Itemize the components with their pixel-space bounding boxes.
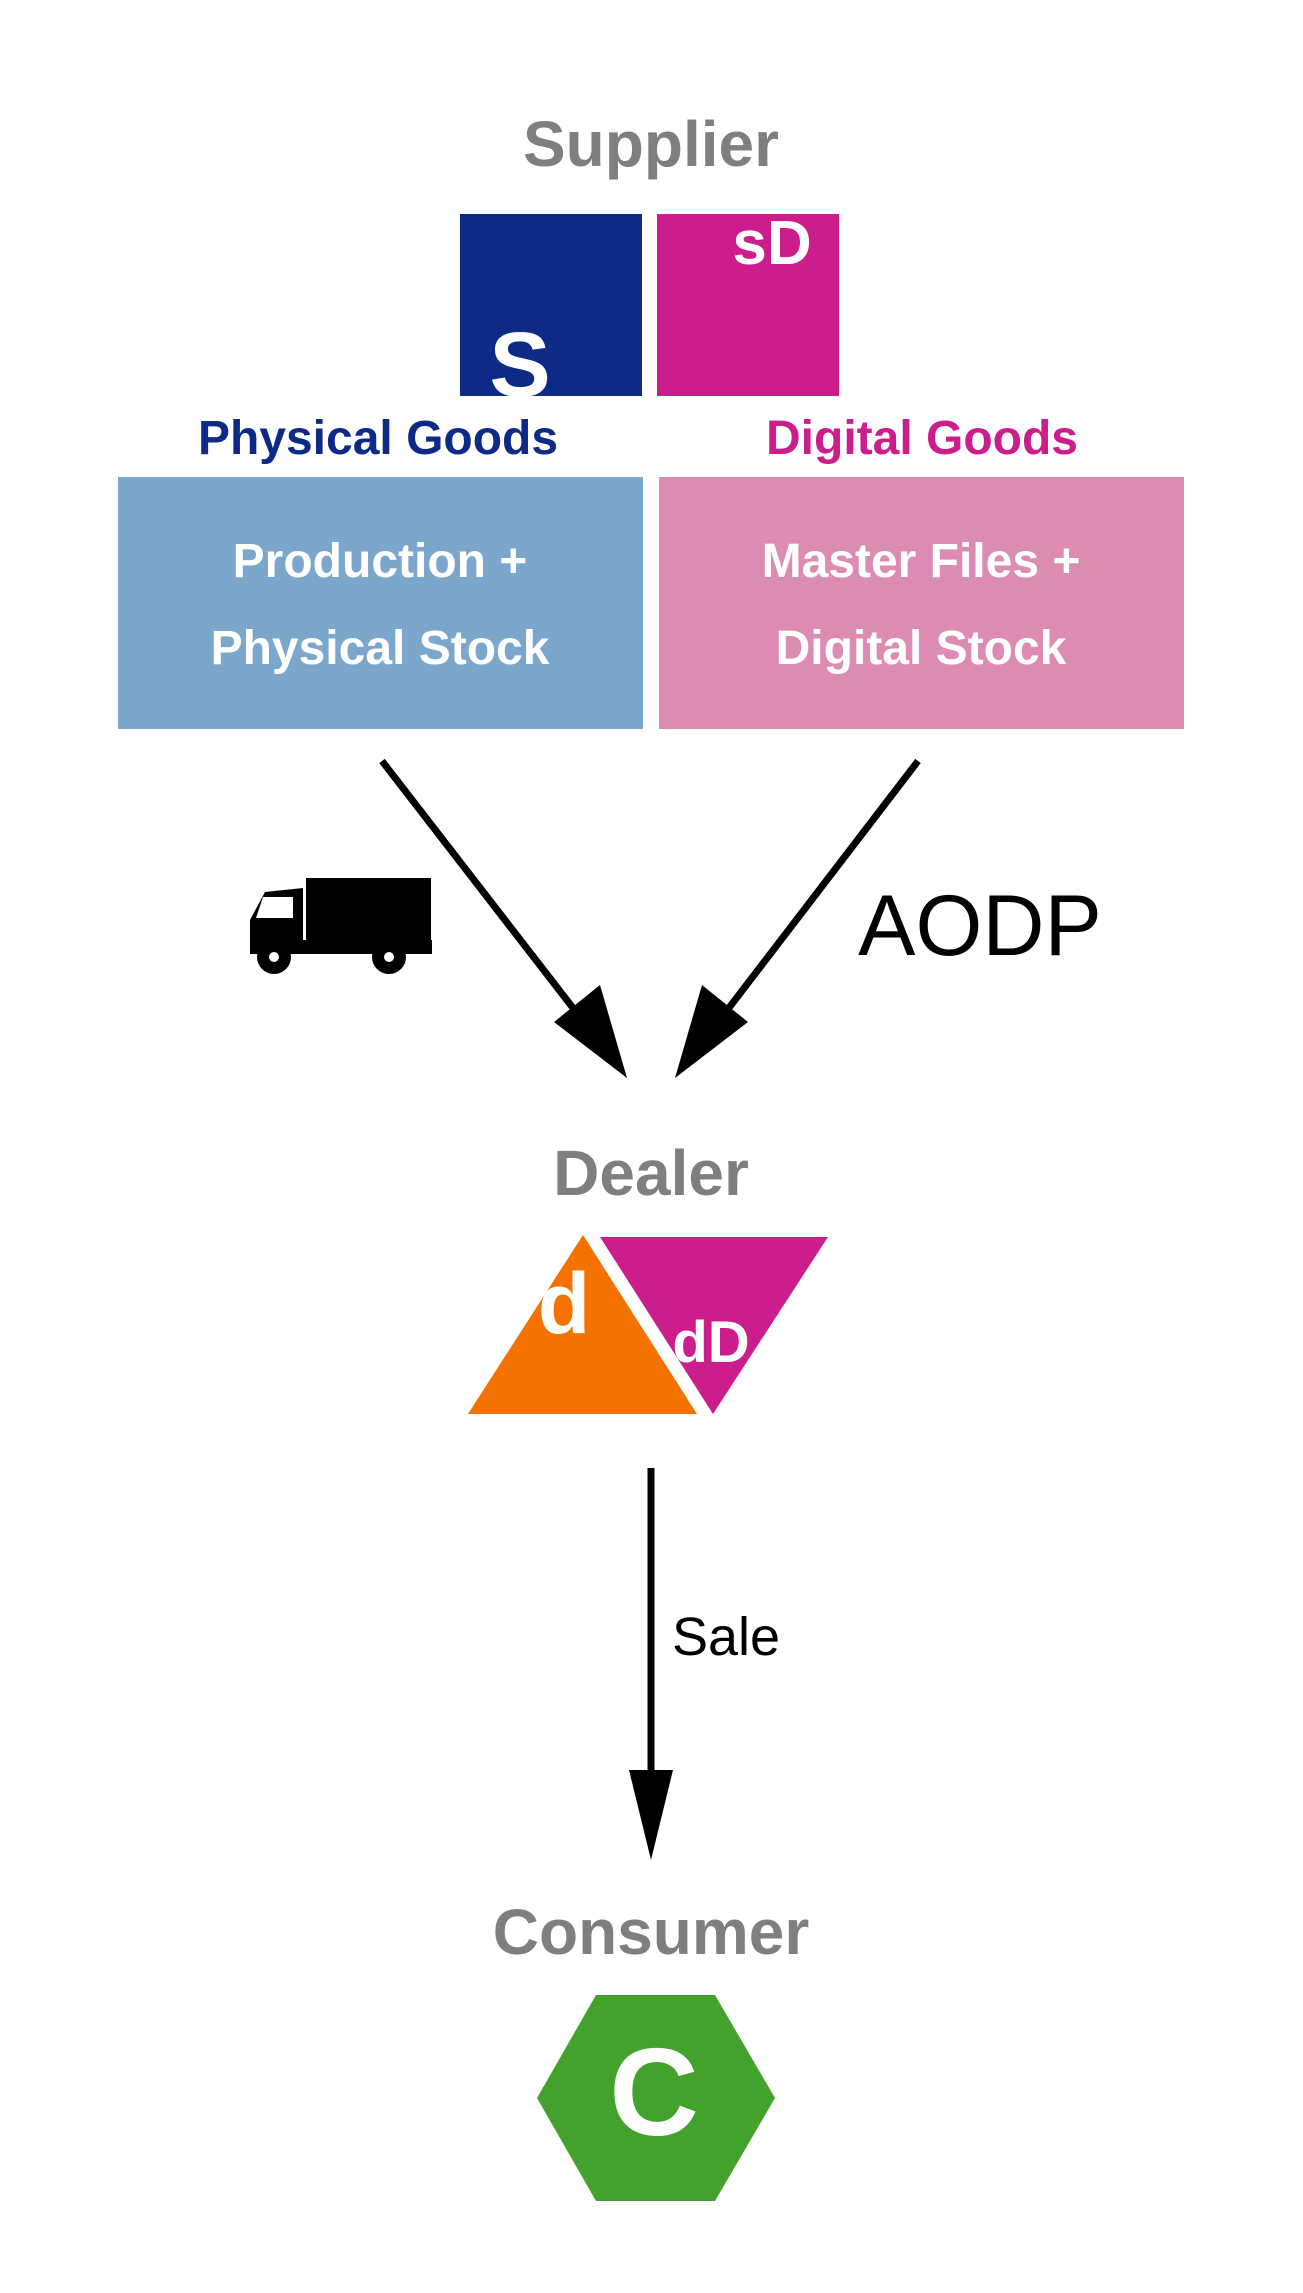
- supplier-title: Supplier: [523, 108, 779, 180]
- dealer-d-label: d: [538, 1256, 591, 1352]
- supplier-sd-block: sD: [657, 209, 839, 396]
- supplier-s-block: S: [460, 214, 642, 416]
- physical-goods-heading: Physical Goods: [198, 412, 558, 465]
- consumer-c-block: C: [537, 1995, 775, 2201]
- consumer-c-label: C: [609, 2024, 699, 2162]
- digital-goods-heading: Digital Goods: [766, 412, 1078, 465]
- physical-box-line2: Physical Stock: [211, 622, 550, 675]
- digital-box-line2: Digital Stock: [776, 622, 1067, 675]
- physical-stock-box: Production + Physical Stock: [118, 477, 643, 729]
- digital-box-line1: Master Files +: [762, 535, 1081, 588]
- physical-box-line1: Production +: [233, 535, 528, 588]
- consumer-title: Consumer: [493, 1896, 810, 1968]
- supplier-sd-label: sD: [732, 209, 811, 278]
- dealer-dd-label: dD: [672, 1310, 749, 1375]
- dealer-d-block: d: [468, 1235, 697, 1414]
- physical-flow-arrow: [379, 758, 627, 1078]
- sale-arrow: [629, 1468, 673, 1860]
- digital-stock-box: Master Files + Digital Stock: [659, 477, 1184, 729]
- aodp-label: AODP: [858, 878, 1102, 974]
- supplier-s-label: S: [489, 314, 550, 416]
- dealer-dd-block: dD: [600, 1237, 828, 1414]
- digital-flow-arrow: [675, 758, 921, 1078]
- dealer-title: Dealer: [553, 1137, 749, 1209]
- truck-icon: [250, 878, 432, 974]
- sale-label: Sale: [672, 1607, 780, 1667]
